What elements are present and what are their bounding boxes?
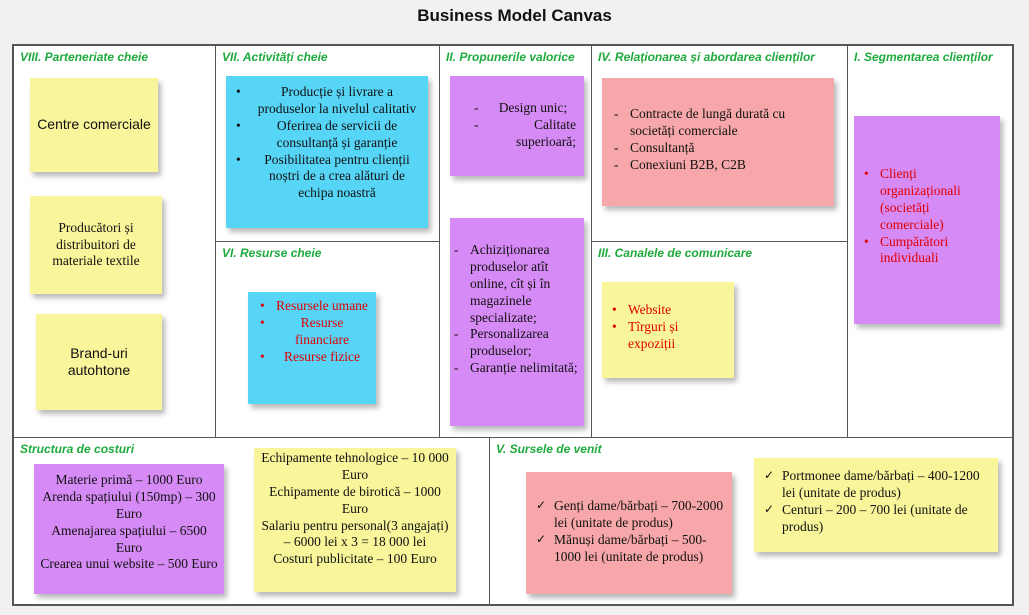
list-item: Contracte de lungă durată cu societăți c… (610, 106, 828, 140)
resources-list: Resursele umane Resurse financiare Resur… (254, 298, 368, 366)
cost-item: Materie primă – 1000 Euro (55, 472, 203, 487)
block-label-revenue-streams: V. Sursele de venit (496, 442, 602, 456)
cost-item: Echipamente tehnologice – 10 000 Euro (261, 450, 449, 482)
block-label-customer-segments: I. Segmentarea clienților (854, 50, 993, 64)
block-customer-segments: I. Segmentarea clienților Clienți organi… (847, 45, 1013, 438)
channels-list: Website Tîrguri și expoziții (606, 302, 728, 353)
revenue-list-2: Portmonee dame/bărbați – 400-1200 lei (u… (762, 468, 992, 536)
value-bottom-list: Achiziționarea produselor atît online, c… (450, 242, 578, 377)
block-label-cost-structure: Structura de costuri (20, 442, 135, 456)
sticky-note-channels: Website Tîrguri și expoziții (602, 282, 734, 378)
block-key-partners: VIII. Parteneriate cheie Centre comercia… (13, 45, 216, 438)
list-item: Centuri – 200 – 700 lei (unitate de prod… (762, 502, 992, 536)
sticky-note-activities: Producție și livrare a produselor la niv… (226, 76, 428, 228)
list-item: Consultanță (610, 140, 828, 157)
block-cost-structure: Structura de costuri Materie primă – 100… (13, 437, 490, 605)
list-item: Conexiuni B2B, C2B (610, 157, 828, 174)
list-item: Resurse fizice (254, 349, 368, 366)
cost-item: Salariu pentru personal(3 angajați) – 60… (261, 517, 449, 550)
sticky-note-value-top: Design unic; Calitate superioară; (450, 76, 584, 176)
activities-list: Producție și livrare a produselor la niv… (230, 84, 422, 202)
value-top-list: Design unic; Calitate superioară; (470, 100, 576, 151)
business-model-canvas: VIII. Parteneriate cheie Centre comercia… (12, 44, 1014, 606)
sticky-note-brand-uri: Brand-uri autohtone (36, 314, 162, 410)
cost-item: Crearea unui website – 500 Euro (40, 556, 218, 572)
page-title: Business Model Canvas (417, 6, 612, 25)
list-item: Clienți organizaționali (societăți comer… (858, 166, 994, 234)
block-customer-relationships: IV. Relaționarea și abordarea clienților… (591, 45, 848, 242)
block-label-key-partners: VIII. Parteneriate cheie (20, 50, 149, 64)
list-item: Mănuși dame/bărbați – 500-1000 lei (unit… (534, 532, 726, 566)
list-item: Achiziționarea produselor atît online, c… (450, 242, 578, 326)
sticky-note-producatori: Producători și distribuitori de material… (30, 196, 162, 294)
relations-list: Contracte de lungă durată cu societăți c… (610, 106, 828, 174)
cost-item: Amenajarea spațiului – 6500 Euro (51, 522, 207, 555)
block-label-customer-relationships: IV. Relaționarea și abordarea clienților (598, 50, 815, 64)
note-text: Centre comerciale (37, 116, 151, 133)
sticky-note-segments: Clienți organizaționali (societăți comer… (854, 116, 1000, 324)
sticky-note-revenue-2: Portmonee dame/bărbați – 400-1200 lei (u… (754, 458, 998, 552)
sticky-note-revenue-1: Genți dame/bărbați – 700-2000 lei (unita… (526, 472, 732, 594)
sticky-note-centre-comerciale: Centre comerciale (30, 78, 158, 172)
list-item: Website (606, 302, 728, 319)
list-item: Cumpărători individuali (858, 234, 994, 268)
list-item: Garanție nelimitată; (450, 360, 578, 377)
list-item: Tîrguri și expoziții (606, 319, 728, 353)
note-text: Brand-uri autohtone (67, 344, 131, 379)
list-item: Resurse financiare (254, 315, 368, 349)
sticky-note-value-bottom: Achiziționarea produselor atît online, c… (450, 218, 584, 426)
sticky-note-resources: Resursele umane Resurse financiare Resur… (248, 292, 376, 404)
sticky-note-costs-2: Echipamente tehnologice – 10 000 Euro Ec… (254, 448, 456, 592)
block-revenue-streams: V. Sursele de venit Genți dame/bărbați –… (489, 437, 1013, 605)
block-label-key-resources: VI. Resurse cheie (222, 246, 322, 260)
list-item: Portmonee dame/bărbați – 400-1200 lei (u… (762, 468, 992, 502)
list-item: Resursele umane (254, 298, 368, 315)
block-key-resources: VI. Resurse cheie Resursele umane Resurs… (215, 241, 440, 438)
block-label-channels: III. Canalele de comunicare (598, 246, 753, 260)
segments-list: Clienți organizaționali (societăți comer… (858, 166, 994, 267)
block-value-propositions: II. Propunerile valorice Design unic; Ca… (439, 45, 592, 438)
list-item: Calitate superioară; (470, 117, 576, 151)
block-label-key-activities: VII. Activități cheie (222, 50, 328, 64)
list-item: Oferirea de servicii de consultanță și g… (230, 118, 422, 152)
list-item: Producție și livrare a produselor la niv… (230, 84, 422, 118)
note-text: Producători și distribuitori de material… (52, 219, 140, 269)
list-item: Posibilitatea pentru clienții noștri de … (230, 152, 422, 203)
revenue-list-1: Genți dame/bărbați – 700-2000 lei (unita… (534, 498, 726, 566)
list-item: Design unic; (470, 100, 576, 117)
cost-item: Costuri publicitate – 100 Euro (273, 551, 437, 567)
list-item: Personalizarea produselor; (450, 326, 578, 360)
list-item: Genți dame/bărbați – 700-2000 lei (unita… (534, 498, 726, 532)
cost-item: Arenda spațiului (150mp) – 300 Euro (42, 488, 216, 521)
sticky-note-relations: Contracte de lungă durată cu societăți c… (602, 78, 834, 206)
sticky-note-costs-1: Materie primă – 1000 Euro Arenda spațiul… (34, 464, 224, 594)
block-label-value-propositions: II. Propunerile valorice (446, 50, 575, 64)
cost-item: Echipamente de birotică – 1000 Euro (269, 483, 441, 516)
block-key-activities: VII. Activități cheie Producție și livra… (215, 45, 440, 242)
block-channels: III. Canalele de comunicare Website Tîrg… (591, 241, 848, 438)
